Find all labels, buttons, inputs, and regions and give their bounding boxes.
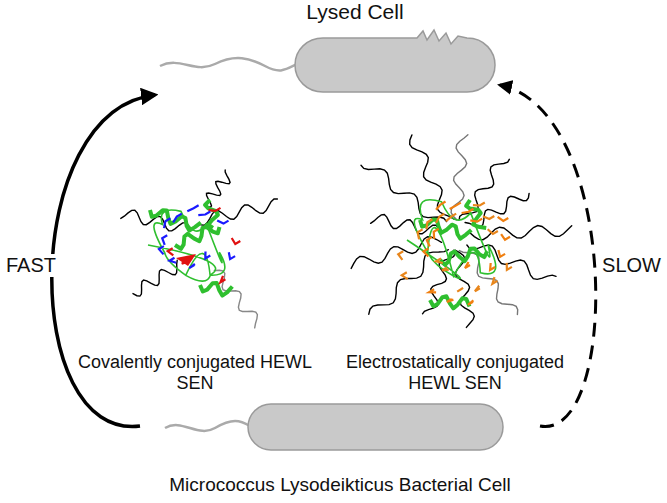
side-chain [501, 234, 510, 240]
side-chain [220, 276, 225, 283]
side-chain [490, 263, 495, 270]
side-chain [426, 219, 432, 229]
alpha-helix [430, 296, 470, 308]
side-chain [447, 299, 454, 302]
side-chain [173, 214, 182, 223]
side-chain [418, 229, 423, 239]
side-chain [205, 252, 210, 259]
alpha-helix [440, 248, 487, 265]
side-chain [189, 264, 195, 268]
polymer-chain [214, 270, 257, 328]
side-chain [450, 203, 461, 209]
side-chain [423, 249, 428, 257]
side-chain [473, 203, 485, 206]
side-chain [470, 219, 482, 222]
side-chain [436, 202, 446, 210]
fast-arrow [52, 95, 155, 426]
side-chain [398, 251, 403, 260]
flagellum [165, 421, 250, 431]
side-chain [442, 268, 449, 271]
side-chain [434, 229, 439, 239]
cell-caption: Lysed Cell [245, 0, 465, 24]
alpha-helix [150, 210, 201, 231]
side-chain [168, 248, 174, 255]
side-chain [483, 216, 494, 219]
side-chain [457, 288, 463, 292]
side-chain [427, 237, 432, 246]
side-chain [232, 238, 241, 244]
side-chain [465, 262, 470, 268]
bacterial-cell: Micrococcus Lysodeikticus Bacterial Cell [140, 398, 540, 500]
lysed-cell-body [295, 30, 495, 92]
side-chain [492, 277, 497, 284]
protein-caption: Electrostatically conjugated HEWL SEN [335, 352, 575, 393]
side-chain [198, 212, 210, 216]
speed-label: SLOW [600, 254, 663, 277]
side-chain [429, 289, 436, 292]
polymer-chain [459, 251, 517, 315]
side-chain [498, 250, 505, 257]
side-chain [402, 272, 408, 279]
electrostatic-protein [351, 135, 572, 328]
flagellum [160, 58, 297, 70]
polymer-chain [133, 260, 177, 296]
protein-coil [407, 200, 496, 279]
side-chain [159, 246, 164, 254]
side-chain [164, 218, 170, 228]
side-chain [436, 258, 443, 263]
side-chain [462, 209, 474, 213]
lysed-cell: Lysed Cell [155, 0, 500, 100]
side-chain [170, 258, 177, 263]
side-chain [217, 221, 228, 224]
alpha-helix [420, 220, 471, 239]
side-chain [209, 208, 221, 211]
bacterial-cell-body [248, 404, 503, 450]
side-chain [488, 229, 498, 234]
side-chain [507, 263, 512, 270]
polymer-chain [467, 245, 556, 279]
side-chain [475, 286, 480, 292]
side-chain [229, 252, 235, 259]
polymer-chain [459, 159, 509, 220]
alpha-helix [200, 283, 232, 296]
speed-label: FAST [4, 254, 58, 277]
side-chain [498, 217, 509, 221]
slow-arrow [500, 85, 596, 426]
polymer-chain [410, 135, 454, 219]
cell-caption: Micrococcus Lysodeikticus Bacterial Cell [140, 474, 540, 496]
side-chain [162, 235, 167, 245]
side-chain [446, 214, 456, 222]
covalent-protein [121, 170, 278, 328]
beta-strand [176, 254, 196, 266]
side-chain [187, 205, 198, 211]
polymer-chain [361, 165, 447, 221]
side-chain [436, 214, 444, 223]
protein-caption: Covalently conjugated HEWL SEN [75, 352, 315, 393]
alpha-helix [175, 227, 220, 249]
side-chain [468, 300, 473, 304]
alpha-helix [466, 200, 486, 228]
